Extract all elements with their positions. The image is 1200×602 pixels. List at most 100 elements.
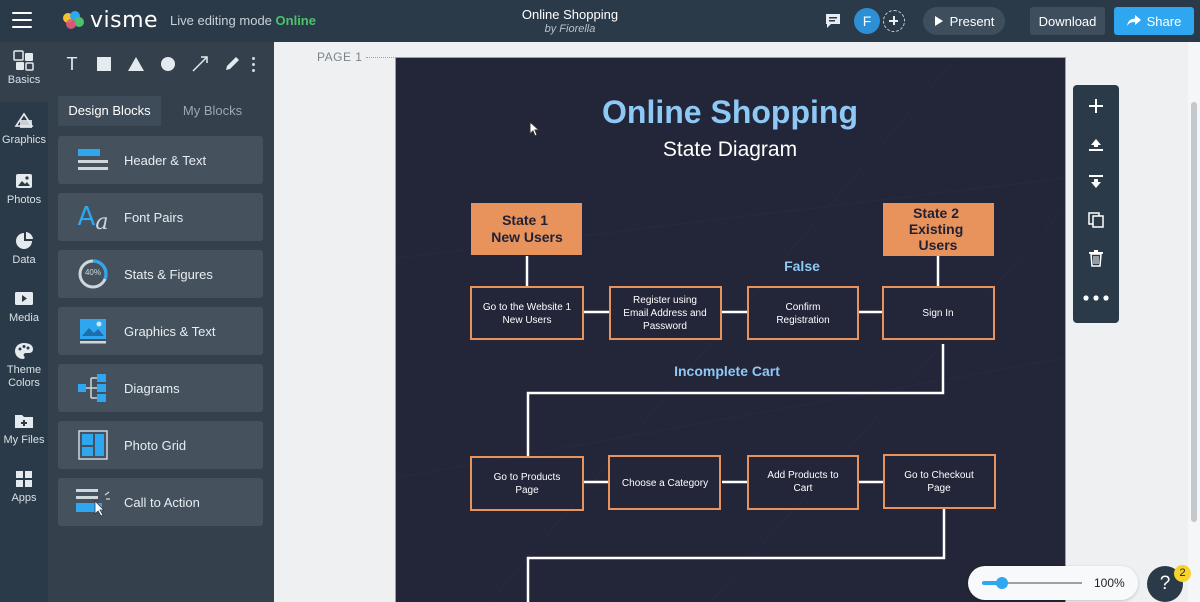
page-actions-toolbar — [1073, 85, 1119, 323]
sidebar-item-graphics[interactable]: Graphics — [0, 104, 48, 160]
sidebar-item-basics[interactable]: Basics — [0, 42, 48, 102]
block-graphics-text[interactable]: Graphics & Text — [58, 307, 263, 355]
data-icon — [13, 230, 35, 252]
apps-icon — [13, 468, 35, 490]
zoom-control: 100% — [968, 566, 1138, 600]
block-stats-figures[interactable]: 40% Stats & Figures — [58, 250, 263, 298]
state-diagram: Online Shopping State Diagram State 1 Ne… — [396, 58, 1065, 602]
block-header-text[interactable]: Header & Text — [58, 136, 263, 184]
incomplete-cart-label[interactable]: Incomplete Cart — [674, 363, 780, 379]
page-label-dash — [366, 57, 396, 58]
shape-toolbar: T — [56, 48, 268, 80]
diagram-subtitle[interactable]: State Diagram — [663, 138, 797, 161]
add-collaborator-icon[interactable] — [883, 10, 905, 32]
block-label: Photo Grid — [124, 437, 187, 453]
tool-sidebar: Basics Graphics Photos Data Media Theme … — [0, 42, 48, 602]
graphics-icon — [13, 110, 35, 132]
row-2-boxes — [470, 454, 996, 511]
move-page-down-button[interactable] — [1073, 163, 1119, 201]
trash-icon — [1089, 250, 1103, 267]
block-diagrams[interactable]: Diagrams — [58, 364, 263, 412]
block-label: Call to Action — [124, 494, 200, 510]
pencil-tool-icon[interactable] — [216, 48, 248, 80]
online-status: Online — [275, 13, 316, 28]
scrollbar-thumb[interactable] — [1191, 102, 1197, 522]
page-1[interactable]: Online Shopping State Diagram State 1 Ne… — [395, 57, 1066, 602]
line-tool-icon[interactable] — [184, 48, 216, 80]
visme-logo-icon — [63, 10, 84, 29]
more-tools-icon[interactable] — [248, 48, 258, 80]
editor-canvas[interactable]: PAGE 1 Online Shopping State Diagram — [274, 42, 1188, 602]
photo-grid-icon — [72, 426, 114, 464]
block-call-to-action[interactable]: Call to Action — [58, 478, 263, 526]
block-tabs: Design Blocks My Blocks — [58, 96, 264, 126]
sidebar-item-data[interactable]: Data — [0, 224, 48, 280]
duplicate-page-button[interactable] — [1073, 201, 1119, 239]
comment-icon[interactable] — [824, 12, 842, 30]
sidebar-item-media[interactable]: Media — [0, 282, 48, 338]
step-add-products[interactable] — [747, 455, 859, 510]
sidebar-item-apps[interactable]: Apps — [0, 462, 48, 518]
sidebar-item-my-files[interactable]: My Files — [0, 404, 48, 460]
share-button[interactable]: Share — [1114, 7, 1194, 35]
rectangle-tool-icon[interactable] — [88, 48, 120, 80]
block-label: Stats & Figures — [124, 266, 213, 282]
triangle-tool-icon[interactable] — [120, 48, 152, 80]
sidebar-item-photos[interactable]: Photos — [0, 164, 48, 220]
connector-lines — [525, 256, 946, 602]
step-register[interactable] — [609, 286, 722, 340]
state-2-label: State 2 Existing Users — [909, 205, 967, 253]
add-page-button[interactable] — [1073, 87, 1119, 125]
more-page-actions-button[interactable] — [1073, 279, 1119, 317]
state-2-box[interactable] — [883, 203, 994, 256]
step-choose-category[interactable] — [608, 455, 721, 510]
download-button[interactable]: Download — [1030, 7, 1105, 35]
delete-page-button[interactable] — [1073, 239, 1119, 277]
canvas-scrollbar[interactable] — [1188, 42, 1200, 602]
state-1-box[interactable] — [471, 203, 582, 255]
user-avatar[interactable]: F — [854, 8, 880, 34]
header-text-icon — [72, 141, 114, 179]
step-go-to-products[interactable] — [470, 456, 584, 511]
visme-logo[interactable]: visme — [60, 8, 158, 33]
step-confirm-registration[interactable] — [747, 286, 859, 340]
menu-icon[interactable] — [12, 12, 32, 28]
move-page-up-button[interactable] — [1073, 125, 1119, 163]
step-go-to-checkout[interactable] — [883, 454, 996, 509]
diagram-title[interactable]: Online Shopping — [602, 94, 858, 130]
share-arrow-icon — [1126, 15, 1141, 26]
text-tool-icon[interactable]: T — [66, 53, 78, 74]
mouse-cursor-icon — [529, 121, 541, 137]
move-up-icon — [1089, 139, 1103, 151]
more-dots-icon — [1083, 295, 1109, 301]
zoom-level: 100% — [1094, 576, 1125, 590]
basics-icon — [13, 50, 35, 72]
circle-tool-icon[interactable] — [152, 48, 184, 80]
live-editing-status: Live editing mode Online — [170, 13, 316, 28]
tab-design-blocks[interactable]: Design Blocks — [58, 96, 161, 126]
step-go-to-website[interactable] — [470, 286, 584, 340]
document-title[interactable]: Online Shopping by Fiorella — [470, 7, 670, 35]
blocks-panel: T Design Blocks My Blocks Header & Text … — [48, 42, 274, 602]
sidebar-item-theme-colors[interactable]: Theme Colors — [0, 334, 48, 396]
present-button[interactable]: Present — [923, 7, 1005, 35]
palette-icon — [13, 340, 35, 362]
zoom-slider-handle[interactable] — [996, 577, 1008, 589]
call-to-action-icon — [72, 483, 114, 521]
page-label: PAGE 1 — [317, 50, 363, 64]
tab-my-blocks[interactable]: My Blocks — [182, 103, 243, 118]
false-label[interactable]: False — [784, 258, 820, 274]
block-label: Diagrams — [124, 380, 180, 396]
block-photo-grid[interactable]: Photo Grid — [58, 421, 263, 469]
step-choose-category-label: Choose a Category — [622, 478, 708, 489]
brand-name: visme — [90, 8, 159, 33]
my-files-icon — [13, 410, 35, 432]
zoom-slider-track[interactable] — [982, 582, 1082, 584]
graphics-text-icon — [72, 312, 114, 350]
duplicate-icon — [1088, 212, 1104, 228]
step-sign-in[interactable] — [882, 286, 995, 340]
